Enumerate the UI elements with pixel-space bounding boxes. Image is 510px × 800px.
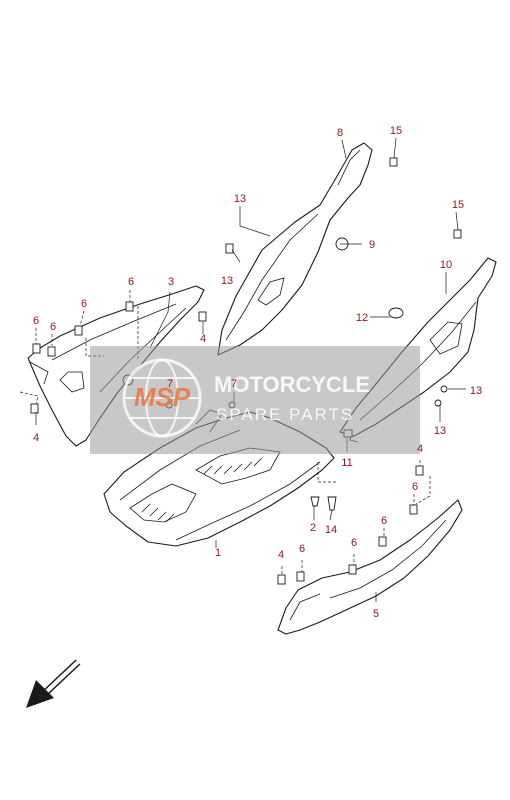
part-8-side-cover-upper [217, 142, 373, 356]
callout-6-c: 6 [33, 315, 39, 327]
callout-4-right: 4 [417, 443, 423, 455]
callout-6-b: 6 [81, 298, 87, 310]
callout-5: 5 [373, 608, 379, 620]
callout-13-left: 13 [221, 275, 233, 287]
callouts: 8 15 13 15 9 13 10 6 3 6 12 6 6 4 7 7 13… [33, 125, 482, 620]
callout-6-h: 6 [299, 543, 305, 555]
fasteners [30, 157, 462, 585]
callout-6-e: 6 [412, 481, 418, 493]
callout-3: 3 [168, 276, 174, 288]
callout-4-left: 4 [200, 333, 206, 345]
callout-14: 14 [325, 524, 337, 536]
callout-11: 11 [341, 457, 352, 469]
callout-4-far-left: 4 [33, 432, 39, 444]
callout-6-d: 6 [50, 321, 56, 333]
callout-12: 12 [356, 312, 368, 324]
part-5-lower-cover [277, 499, 463, 635]
callout-1: 1 [215, 547, 221, 559]
watermark-line1: MOTORCYCLE [214, 372, 370, 397]
callout-2: 2 [310, 522, 316, 534]
grommet-12-shape [388, 307, 404, 319]
direction-arrow-icon [26, 659, 81, 708]
watermark-logo: MSP [134, 382, 191, 412]
callout-13-right: 13 [470, 385, 482, 397]
callout-7-left: 7 [167, 378, 173, 390]
callout-6-a: 6 [128, 276, 134, 288]
callout-9: 9 [369, 239, 375, 251]
callout-15-right: 15 [452, 199, 464, 211]
callout-13-upper: 13 [234, 193, 246, 205]
callout-7-right: 7 [231, 378, 237, 390]
watermark-line2: SPARE PARTS [216, 405, 354, 424]
callout-8: 8 [337, 127, 343, 139]
callout-10: 10 [440, 259, 452, 271]
callout-6-f: 6 [381, 515, 387, 527]
callout-6-g: 6 [351, 537, 357, 549]
watermark: MSP MOTORCYCLE SPARE PARTS [90, 346, 420, 454]
callout-13-lower: 13 [434, 425, 446, 437]
callout-4-bottom: 4 [278, 549, 284, 561]
callout-15-top: 15 [390, 125, 402, 137]
